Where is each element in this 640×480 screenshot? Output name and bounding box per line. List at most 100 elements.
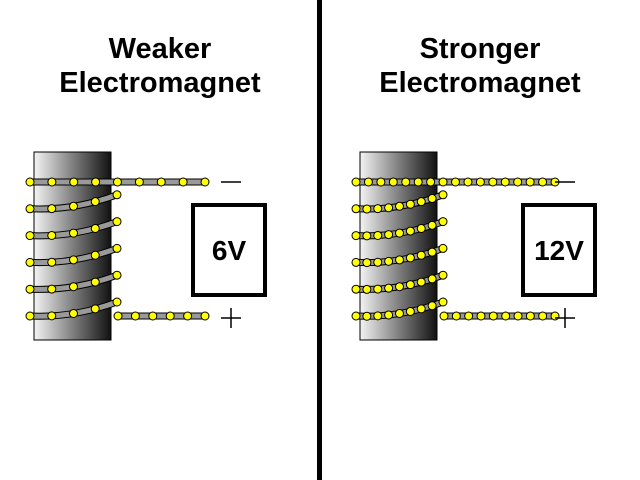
stronger-panel: 12V	[351, 151, 597, 341]
wire-bead	[384, 283, 394, 293]
battery-box	[521, 203, 597, 297]
wire-bead	[130, 311, 140, 321]
wire-bead	[69, 309, 78, 318]
wire-bead	[439, 311, 449, 321]
wire-bead	[362, 311, 372, 321]
wire-bead	[134, 177, 144, 187]
battery-box	[191, 203, 267, 297]
weaker-electromagnet-title: Weaker Electromagnet	[0, 32, 320, 100]
wire-bead	[183, 311, 193, 321]
wire-bead	[405, 306, 415, 316]
wire-bead	[351, 231, 361, 241]
wire-bead	[395, 282, 404, 292]
wire-bead	[427, 301, 437, 311]
wire-bead	[416, 223, 426, 233]
wire-bead	[373, 230, 383, 240]
wire-bead	[538, 311, 548, 321]
title-line-1: Stronger	[419, 33, 541, 65]
wire-bead	[113, 311, 123, 321]
title-line-2: Electromagnet	[379, 67, 581, 99]
wire-bead	[90, 304, 100, 314]
wire-bead	[362, 204, 372, 214]
wire-bead	[451, 177, 460, 187]
wire-bead	[405, 199, 415, 209]
wire-bead	[91, 177, 101, 187]
wire-bead	[47, 284, 57, 294]
wire-bead	[488, 177, 498, 187]
wire-bead	[438, 297, 448, 307]
wire-bead	[401, 177, 411, 187]
center-divider	[317, 0, 322, 480]
wire-bead	[438, 217, 448, 227]
wire-bead	[427, 274, 437, 284]
wire-bead	[351, 177, 361, 187]
wire-bead	[351, 257, 361, 267]
wire-bead	[438, 190, 448, 200]
wire-bead	[178, 177, 188, 187]
wire-bead	[438, 270, 448, 280]
battery-voltage-label: 12V	[534, 235, 584, 266]
wire-bead	[427, 247, 437, 257]
wire-bead	[112, 297, 122, 307]
wire-bead	[464, 311, 474, 321]
wire-bead	[47, 204, 57, 214]
wire-bead	[25, 311, 35, 321]
wire-bead	[148, 311, 158, 321]
wire-bead	[427, 194, 437, 204]
wire-bead	[90, 250, 100, 260]
wire-bead	[363, 177, 373, 187]
wire-bead	[388, 177, 398, 187]
wire-bead	[395, 309, 404, 318]
wire-bead	[69, 201, 78, 211]
wire-bead	[373, 284, 383, 294]
wire-bead	[500, 177, 510, 187]
wire-bead	[405, 253, 415, 263]
wire-bead	[416, 197, 426, 207]
wire-bead	[501, 311, 511, 321]
wire-bead	[47, 177, 57, 187]
wire-bead	[413, 177, 423, 187]
wire-bead	[384, 310, 394, 320]
wire-bead	[351, 204, 361, 214]
wire-bead	[69, 228, 78, 238]
wire-bead	[200, 177, 210, 187]
wire-bead	[112, 270, 122, 280]
wire-bead	[90, 277, 100, 287]
wire-bead	[525, 311, 535, 321]
wire-bead	[550, 311, 560, 321]
wire-bead	[373, 204, 383, 214]
wire-bead	[47, 230, 57, 240]
wire-bead	[538, 177, 548, 187]
wire-bead	[47, 257, 57, 267]
wire-bead	[362, 231, 372, 241]
wire-bead	[25, 204, 35, 214]
title-line-2: Electromagnet	[59, 67, 261, 99]
wire-bead	[416, 304, 426, 314]
wire-bead	[488, 311, 498, 321]
wire-bead	[200, 311, 210, 321]
wire-bead	[405, 280, 415, 290]
wire-bead	[426, 177, 436, 187]
wire-bead	[395, 201, 404, 211]
wire-bead	[513, 311, 523, 321]
wire-bead	[513, 177, 523, 187]
wire-bead	[25, 257, 35, 267]
wire-bead	[427, 220, 437, 230]
wire-bead	[395, 228, 404, 238]
wire-bead	[69, 282, 78, 292]
wire-bead	[25, 231, 35, 241]
wire-bead	[112, 217, 122, 227]
wire-bead	[47, 311, 57, 321]
wire-bead	[362, 284, 372, 294]
wire-bead	[438, 177, 448, 187]
wire-bead	[113, 177, 122, 187]
title-line-1: Weaker	[108, 33, 212, 65]
wire-bead	[451, 311, 461, 321]
wire-bead	[373, 257, 383, 267]
wire-bead	[25, 177, 35, 187]
wire-bead	[395, 255, 404, 265]
wire-bead	[90, 197, 100, 207]
wire-bead	[405, 226, 415, 236]
wire-bead	[25, 284, 35, 294]
